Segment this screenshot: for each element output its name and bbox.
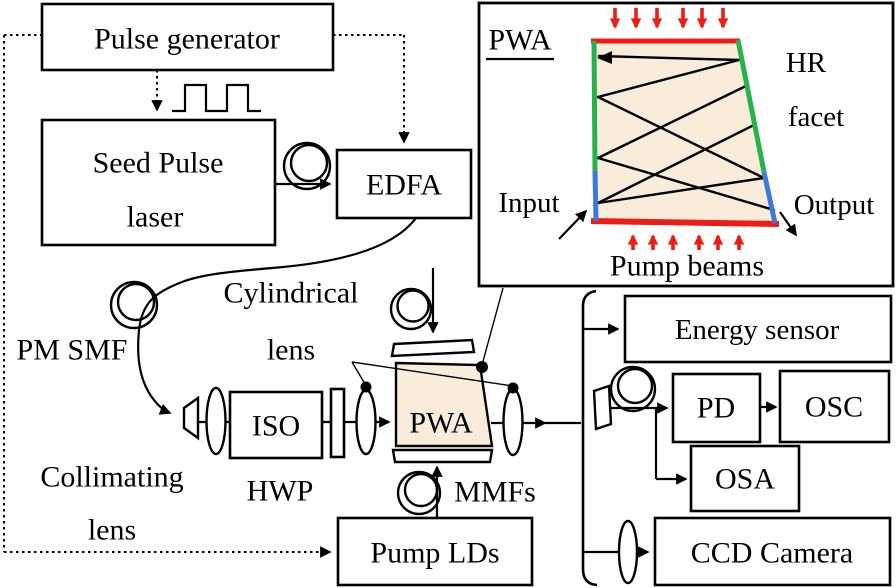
fiber-coil-pump-top [389,287,433,331]
inset-title: PWA [488,24,552,57]
iso-box [228,390,324,460]
pd-label: PD [697,392,735,425]
hr-facet-label-2: facet [788,101,844,133]
fiber-coil-mmf-bottom [396,470,442,516]
hwp-plate [329,387,346,459]
collimating-lens-ellipse [205,386,227,456]
input-arrow [558,209,588,240]
hr-facet-label-1: HR [786,47,827,79]
pointer-line-lens-right [351,361,514,387]
diagnostics-bracket [581,289,598,587]
cylindrical-lens-label-1: Cylindrical [224,277,359,310]
inset-right-edge-output-facet [761,171,778,224]
osc-label: OSC [805,391,863,424]
fiber-coil-pm-smf [109,280,159,330]
ccd-imaging-lens [617,519,639,585]
osc-box [778,369,891,444]
trigger-dotted-lines [3,34,410,558]
seed-laser-box [40,118,277,247]
pump-beam-arrows-top [609,8,729,29]
inset-callout-line [481,287,504,366]
pd-box [671,372,762,444]
ccd-camera-label: CCD Camera [691,537,853,570]
edfa-fiber-curve [137,217,417,415]
collimator-input [182,395,200,441]
pump-beams-label: Pump beams [610,250,764,283]
collimator-output [592,384,613,431]
inset-left-edge-hr [591,40,598,172]
pwa-top-cyl-lens-bar [390,338,476,358]
osa-box [689,444,801,513]
pulse-generator-box [40,2,335,72]
output-arrow [779,211,797,237]
energy-sensor-label: Energy sensor [675,314,840,346]
cylindrical-lens-input [355,388,377,456]
edfa-label: EDFA [366,169,442,202]
beam-start-arrow [597,51,612,64]
iso-label: ISO [252,410,300,443]
beam-path-lines [596,51,776,212]
pointer-line-lens-left [351,361,366,385]
pulse-train-icon [172,83,261,113]
pwa-waveguide-main [394,361,494,448]
collimating-lens-label-2: lens [88,514,136,547]
cylindrical-lens-label-2: lens [267,334,315,367]
energy-sensor-box [623,294,893,364]
fiber-coil-seed-edfa [282,141,332,191]
inset-bottom-edge-pumped [590,218,780,227]
input-label: Input [498,187,559,219]
pwa-inset [477,1,895,288]
edfa-box [335,148,473,220]
seed-laser-label-1: Seed Pulse [93,147,224,180]
pointer-dot-right-lens [507,382,519,394]
pump-lds-box [336,516,534,587]
hwp-label: HWP [247,475,314,508]
inset-left-edge-input-facet [592,170,599,222]
seed-laser-label-2: laser [127,201,184,234]
pointer-dot-left-lens [360,381,372,393]
pwa-bottom-cyl-lens-bar [391,448,494,464]
collimating-lens-label-1: Collimating [40,461,183,494]
pwa-main-label: PWA [409,407,473,440]
output-label: Output [794,189,875,221]
osa-label: OSA [715,463,775,496]
pump-lds-label: Pump LDs [370,537,499,570]
pump-beam-arrows-bottom [627,234,745,250]
pulse-generator-label: Pulse generator [94,23,280,56]
ccd-camera-box [653,516,892,587]
cylindrical-lens-output [502,387,524,457]
mmfs-label: MMFs [454,476,536,509]
fiber-coil-output [609,365,657,413]
pm-smf-label: PM SMF [17,334,128,367]
inset-right-edge-hr [735,39,767,173]
pointer-dot-pwa-corner [476,361,488,373]
